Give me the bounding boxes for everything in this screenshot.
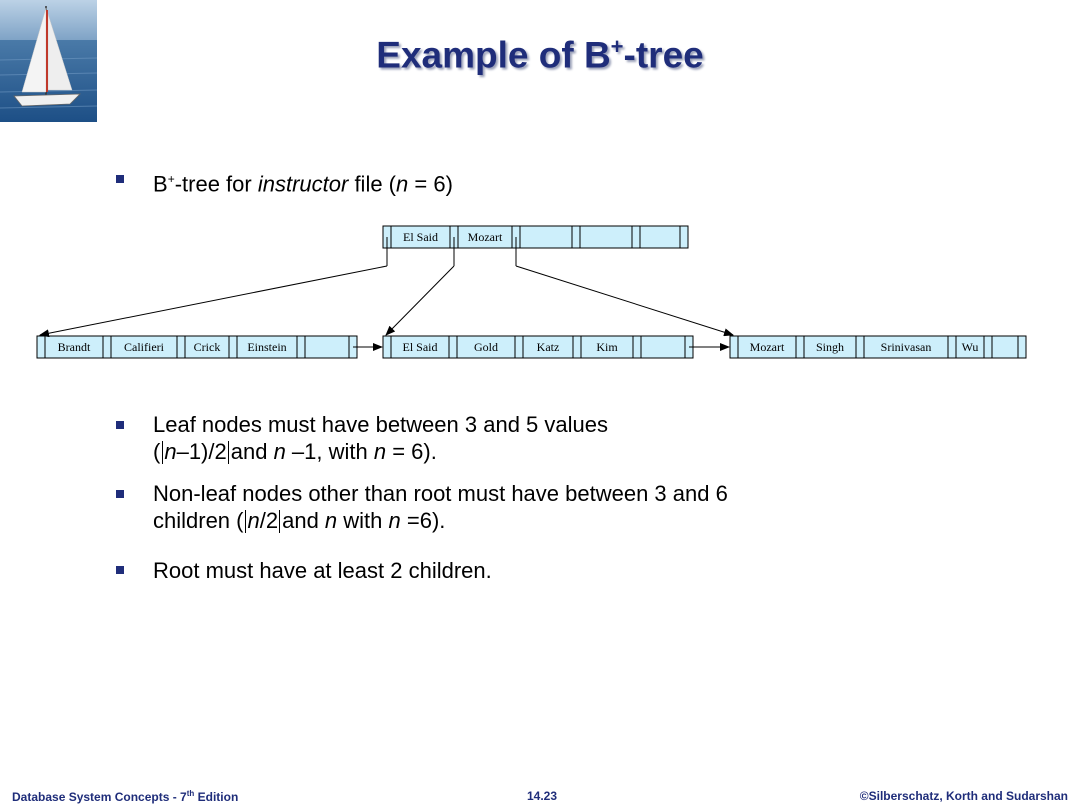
leaf-node-3-pointer-slot (983, 335, 993, 359)
leaf-node-2-pointer-slot (632, 335, 642, 359)
bullet-marker (116, 566, 124, 574)
bullet-leaf-rule: Leaf nodes must have between 3 and 5 val… (153, 411, 608, 465)
root-pointer-to-leaf-1 (39, 265, 388, 338)
leaf-node-3-pointer-slot (855, 335, 865, 359)
leaf-key-gold: Gold (474, 340, 498, 354)
leaf-node-3-key-slot (991, 335, 1019, 359)
leaf-key-kim: Kim (596, 340, 618, 354)
leaf-node-2-pointer-slot (382, 335, 392, 359)
slide-title: Example of B+-tree (376, 34, 704, 76)
leaf-node-1-pointer-slot (176, 335, 186, 359)
root-node-pointer-slot (571, 225, 581, 249)
leaf-node-2-key-slot (640, 335, 686, 359)
leaf-key-singh: Singh (816, 340, 844, 354)
bullet-marker (116, 490, 124, 498)
leaf-node-2-pointer-slot (448, 335, 458, 359)
root-node-pointer-slot (679, 225, 689, 249)
leaf-key-katz: Katz (537, 340, 560, 354)
bullet-root-rule: Root must have at least 2 children. (153, 558, 492, 583)
root-node-key-slot (579, 225, 633, 249)
footer-page-number: 14.23 (527, 789, 558, 803)
leaf-node-3-pointer-slot (947, 335, 957, 359)
leaf-node-1-pointer-slot (102, 335, 112, 359)
root-node-key-slot (639, 225, 681, 249)
bullet-marker (116, 175, 124, 183)
footer-left: Database System Concepts - 7th Edition (12, 789, 239, 804)
root-key-mozart: Mozart (468, 230, 503, 244)
leaf-node-2-pointer-slot (572, 335, 582, 359)
leaf-key-mozart: Mozart (750, 340, 785, 354)
leaf-node-1-pointer-slot (296, 335, 306, 359)
leaf-node-3-pointer-slot (729, 335, 739, 359)
leaf-node-1-pointer-slot (228, 335, 238, 359)
leaf-node-3-pointer-slot (795, 335, 805, 359)
root-pointer-to-leaf-3 (515, 265, 734, 337)
root-key-el-said: El Said (403, 230, 438, 244)
leaf-key-wu: Wu (962, 340, 979, 354)
leaf-key-el-said: El Said (403, 340, 438, 354)
leaf-key-califieri: Califieri (124, 340, 165, 354)
footer-copyright: ©Silberschatz, Korth and Sudarshan (859, 789, 1068, 803)
leaf-node-1-key-slot (304, 335, 350, 359)
leaf-node-1-pointer-slot (36, 335, 46, 359)
leaf-rule-line1: Leaf nodes must have between 3 and 5 val… (153, 412, 608, 437)
leaf-key-brandt: Brandt (58, 340, 91, 354)
root-pointer-to-leaf-2 (385, 265, 455, 336)
sailboat-logo (0, 0, 97, 122)
leaf-key-einstein: Einstein (247, 340, 286, 354)
leaf-key-srinivasan: Srinivasan (881, 340, 932, 354)
root-node-key-slot (519, 225, 573, 249)
leaf-node-2-pointer-slot (514, 335, 524, 359)
root-node-pointer-slot (631, 225, 641, 249)
bullet-tree-caption: B+-tree for instructor file (n = 6) (153, 171, 453, 197)
leaf-key-crick: Crick (194, 340, 221, 354)
bullet-nonleaf-rule: Non-leaf nodes other than root must have… (153, 480, 728, 534)
nonleaf-rule-line1: Non-leaf nodes other than root must have… (153, 481, 728, 506)
bullet-marker (116, 421, 124, 429)
leaf-node-3-pointer-slot (1017, 335, 1027, 359)
